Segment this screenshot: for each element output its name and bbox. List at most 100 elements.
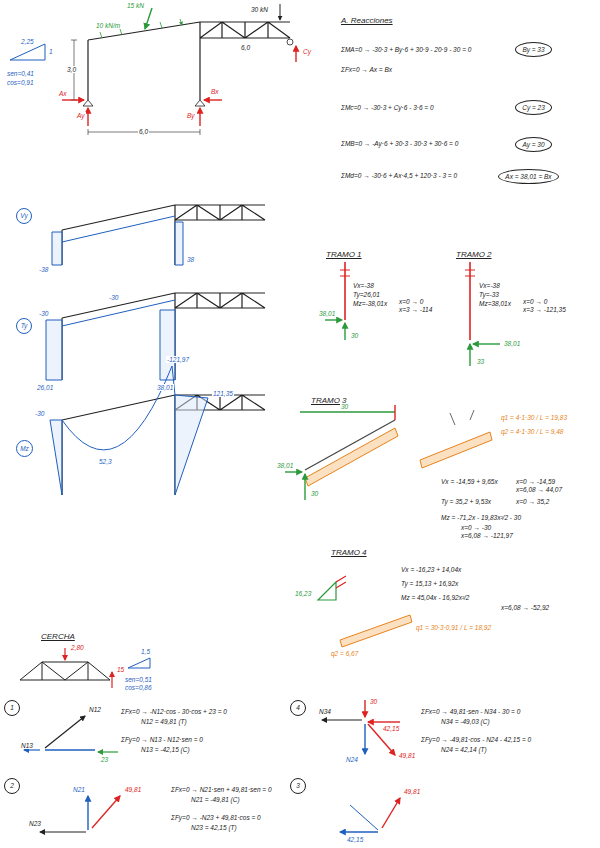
equation: x=0 → -14,59 bbox=[515, 478, 556, 485]
equation: N24 = 42,14 (T) bbox=[440, 746, 488, 753]
node-text: Ay = 30 bbox=[522, 141, 544, 148]
node-text: Ty bbox=[21, 322, 28, 329]
section-heading: TRAMO 4 bbox=[330, 548, 368, 557]
force-label: 49,81 bbox=[403, 788, 421, 795]
equation: ΣFy=0 → -N23 + 49,81·cos = 0 bbox=[170, 814, 262, 821]
member-label: N23 bbox=[28, 820, 42, 827]
force-label: 30 bbox=[369, 698, 378, 705]
force-label: 38,01 bbox=[318, 310, 336, 317]
force-label: 49,81 bbox=[124, 786, 142, 793]
diagram-value: -38 bbox=[38, 266, 49, 273]
equation: ΣFx=0 → 49,81·sen - N34 - 30 = 0 bbox=[420, 708, 521, 715]
force-label: 15 bbox=[116, 666, 125, 673]
force-label: 33 bbox=[476, 358, 485, 365]
force-label: 42,15 bbox=[346, 836, 364, 843]
equation: Ty=26,01 bbox=[352, 291, 381, 298]
trig-value: sen=0,51 bbox=[124, 676, 153, 683]
equation: x=6,08 → -52,92 bbox=[500, 604, 550, 611]
equation: Vx = -16,23 + 14,04x bbox=[400, 566, 462, 573]
equation: ΣFx=0 → N21·sen + 49,81·sen = 0 bbox=[170, 786, 273, 793]
equation: x=3 → -121,35 bbox=[522, 306, 567, 313]
equation: ΣFx=0 → Ax = Bx bbox=[340, 66, 393, 73]
diagram-value: -121,97 bbox=[166, 356, 190, 363]
force-label: 30 bbox=[310, 490, 319, 497]
equation: N34 = -49,03 (C) bbox=[440, 718, 491, 725]
member-label: N12 bbox=[88, 706, 102, 713]
equation: x=6,08 → -121,97 bbox=[460, 532, 514, 539]
load-equation: q1 = 30·3·0,91 / L = 18,92 bbox=[415, 624, 492, 631]
trig-value: cos=0,91 bbox=[6, 79, 35, 86]
member-label: N21 bbox=[72, 786, 86, 793]
equation: Mz=38,01x bbox=[478, 300, 512, 307]
equation: x=0 → -30 bbox=[460, 524, 492, 531]
diagram-tag: Vy bbox=[16, 208, 32, 224]
member-label: N13 bbox=[20, 742, 34, 749]
result-oval: Ax = 38,01 = Bx bbox=[498, 169, 559, 184]
node-text: Ax = 38,01 = Bx bbox=[505, 173, 551, 180]
equation: ΣMd=0 → -30·6 + Ax·4,5 + 120·3 - 3 = 0 bbox=[340, 172, 458, 179]
section-heading: CERCHA bbox=[40, 632, 76, 641]
diagram-value: -30 bbox=[108, 294, 119, 301]
reaction-label: Ax bbox=[58, 90, 68, 97]
diagram-value: 52,3 bbox=[98, 458, 113, 465]
force-label: 42,15 bbox=[382, 725, 400, 732]
equation: Ty=-33 bbox=[478, 291, 500, 298]
force-label: 49,81 bbox=[398, 752, 416, 759]
result-oval: By = 33 bbox=[515, 42, 552, 57]
diagram-value: -30 bbox=[38, 310, 49, 317]
reaction-label: Bx bbox=[210, 88, 220, 95]
reaction-label: Cy bbox=[302, 48, 312, 55]
load-label: 10 kN/m bbox=[95, 22, 121, 29]
equation: ΣFx=0 → -N12·cos - 30·cos + 23 = 0 bbox=[120, 708, 228, 715]
dimension: 30 bbox=[340, 403, 349, 410]
equation: Vx=-38 bbox=[352, 282, 375, 289]
load-equation: q2 = 6,67 bbox=[330, 650, 359, 657]
dimension: 1 bbox=[48, 48, 54, 55]
force-label: 30 bbox=[350, 332, 359, 339]
dimension: 1,5 bbox=[140, 648, 151, 655]
equation: N12 = 49,81 (T) bbox=[140, 718, 188, 725]
diagram-value: 38,01 bbox=[156, 384, 174, 391]
equation: Mz = 45,04x - 16,92x²/2 bbox=[400, 594, 470, 601]
equation: Mz=-38,01x bbox=[352, 300, 388, 307]
node-text: 2 bbox=[10, 782, 14, 789]
equation: ΣMA=0 → -30·3 + By·6 + 30·9 - 20·9 - 30 … bbox=[340, 46, 472, 53]
force-label: 38,01 bbox=[276, 462, 294, 469]
node-text: 4 bbox=[296, 704, 300, 711]
dimension: 6,0 bbox=[240, 44, 251, 51]
equation: ΣMc=0 → -30·3 + Cy·6 - 3·6 = 0 bbox=[340, 104, 435, 111]
diagram-tag: Mz bbox=[16, 440, 33, 457]
equation: x=0 → 0 bbox=[522, 298, 548, 305]
equation: N13 = -42,15 (C) bbox=[140, 746, 191, 753]
force-label: 23 bbox=[100, 756, 109, 763]
section-heading: TRAMO 2 bbox=[455, 250, 493, 259]
diagram-value: -30 bbox=[34, 410, 45, 417]
load-label: 30 kN bbox=[250, 6, 269, 13]
node-text: Mz bbox=[20, 445, 29, 452]
node-text: Vy bbox=[20, 212, 27, 219]
force-label: 38,01 bbox=[503, 340, 521, 347]
trig-value: sen=0,41 bbox=[6, 70, 35, 77]
equation: Vx=-38 bbox=[478, 282, 501, 289]
diagram-value: 26,01 bbox=[36, 384, 54, 391]
reaction-label: Ay bbox=[76, 112, 86, 119]
diagram-value: 38 bbox=[186, 256, 195, 263]
diagram-tag: Ty bbox=[16, 318, 32, 334]
force-label: 2,80 bbox=[70, 644, 85, 651]
equation: Ty = 15,13 + 16,92x bbox=[400, 580, 459, 587]
load-equation: q2 = 4·1·30 / L = 9,48 bbox=[500, 428, 564, 435]
node-number: 2 bbox=[4, 778, 20, 794]
member-label: N24 bbox=[345, 756, 359, 763]
equation: x=0 → 35,2 bbox=[515, 498, 550, 505]
equation: ΣFy=0 → N13 - N12·sen = 0 bbox=[120, 736, 204, 743]
equation: N23 = 42,15 (T) bbox=[190, 824, 238, 831]
node-text: By = 33 bbox=[522, 46, 544, 53]
node-number: 3 bbox=[290, 778, 306, 794]
equation: Ty = 35,2 + 9,53x bbox=[440, 498, 492, 505]
equation: ΣMB=0 → -Ay·6 + 30·3 - 30·3 + 30·6 = 0 bbox=[340, 140, 459, 147]
node-number: 4 bbox=[290, 700, 306, 716]
node-text: 1 bbox=[10, 704, 14, 711]
equation: x=3 → -114 bbox=[398, 306, 433, 313]
equation: ΣFy=0 → -49,81·cos - N24 - 42,15 = 0 bbox=[420, 736, 532, 743]
dimension: 2,25 bbox=[20, 38, 35, 45]
